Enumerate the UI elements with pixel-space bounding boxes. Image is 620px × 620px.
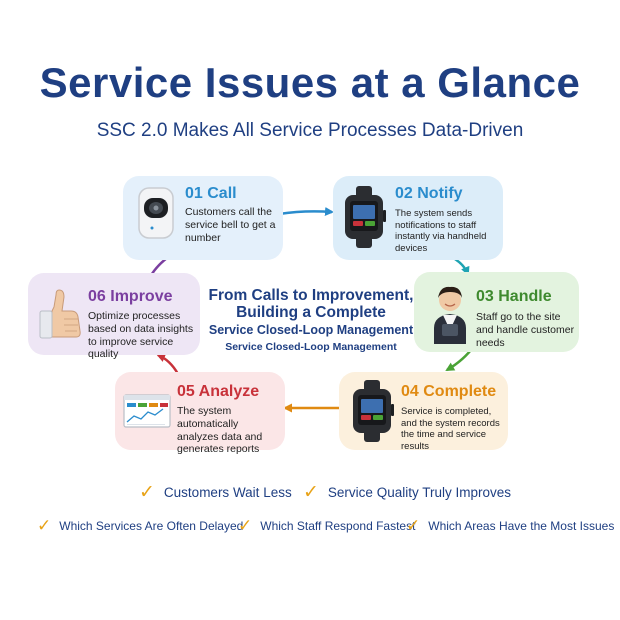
step-description: Service is completed, and the system rec… [401,406,500,452]
smartwatch-pager-icon [345,186,386,248]
step-name: Call [207,185,237,202]
step-number: 02 [395,185,413,202]
step-handle: 03 Handle Staff go to the site and handl… [414,272,579,352]
check-icon: ✓ [37,516,52,535]
check-icon: ✓ [303,482,319,503]
step-analyze: 05 Analyze The system automatically anal… [115,372,285,455]
benefit-item: ✓ Which Services Are Often Delayed [37,516,243,536]
arrow-analyze-to-improve [156,353,180,375]
center-line-4: Service Closed-Loop Management [225,341,397,354]
check-icon: ✓ [238,516,253,535]
step-name: Notify [417,185,463,202]
benefit-text: Which Areas Have the Most Issues [428,519,615,533]
benefit-text: Which Staff Respond Fastest [260,519,416,533]
center-line-1: From Calls to Improvement, [208,287,414,304]
benefit-item: ✓ Which Staff Respond Fastest [238,516,415,536]
step-number: 01 [185,185,203,202]
check-icon: ✓ [406,516,421,535]
step-number: 05 [177,383,195,400]
center-line-2: Building a Complete [236,303,386,321]
benefit-text: Service Quality Truly Improves [327,485,511,500]
step-name: Complete [423,383,497,400]
dashboard-report-icon [123,394,171,428]
step-number: 06 [88,288,106,305]
step-description: The system automatically analyzes data a… [177,405,263,456]
step-number: 03 [476,288,494,305]
arrow-call-to-notify [278,206,334,216]
smartwatch-pager-icon [353,380,394,442]
step-description: Optimize processes based on data insight… [88,310,194,361]
step-description: Staff go to the site and handle customer… [476,311,575,349]
step-name: Handle [498,288,552,305]
benefit-text: Customers Wait Less [163,485,292,500]
step-notify: 02 Notify The system sends notifications… [333,176,503,260]
page-subtitle: SSC 2.0 Makes All Service Processes Data… [96,120,524,141]
service-bell-icon [138,187,174,239]
step-description: Customers call the service bell to get a… [185,206,276,244]
staff-person-icon [434,286,466,344]
page-title: Service Issues at a Glance [39,59,581,106]
thumbs-up-icon [39,289,81,339]
step-call: 01 Call Customers call the service bell … [123,176,283,260]
center-caption: From Calls to Improvement, Building a Co… [196,287,426,354]
benefit-item: ✓ Which Areas Have the Most Issues [406,516,614,536]
center-line-3: Service Closed-Loop Management [208,323,414,338]
step-name: Improve [110,288,173,305]
benefit-text: Which Services Are Often Delayed [59,519,244,533]
benefit-item: ✓ Service Quality Truly Improves [303,481,511,504]
step-improve: 06 Improve Optimize processes based on d… [28,273,200,360]
step-complete: 04 Complete Service is completed, and th… [339,372,508,452]
benefit-item: ✓ Customers Wait Less [139,481,292,504]
step-description: The system sends notifications to staff … [395,208,487,254]
step-name: Analyze [198,383,260,400]
step-number: 04 [401,383,419,400]
check-icon: ✓ [139,482,155,503]
